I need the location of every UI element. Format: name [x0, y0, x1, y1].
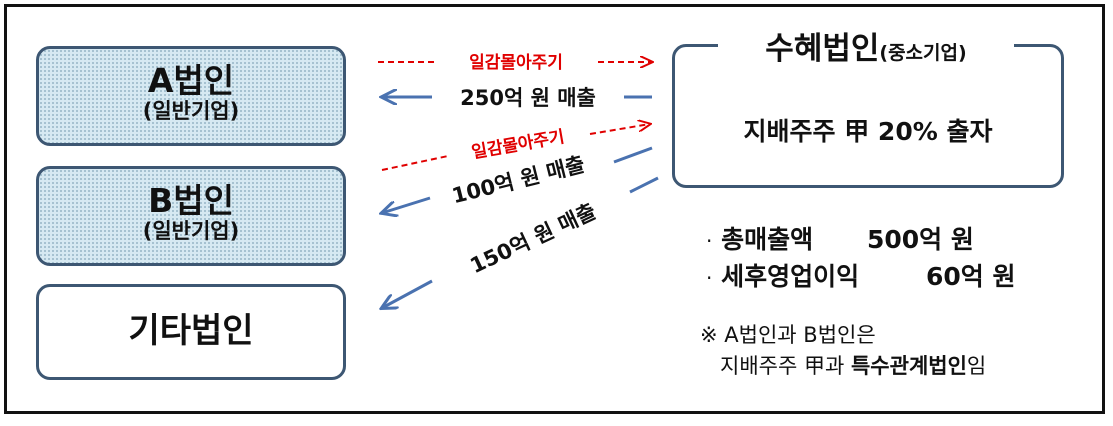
beneficiary-name: 수혜법인: [765, 31, 880, 67]
beneficiary-title: 수혜법인(중소기업): [718, 26, 1014, 72]
corp-a-box: A법인 (일반기업): [36, 46, 346, 146]
b-support-arrow: [381, 155, 449, 171]
b-support-label: 일감몰아주기: [470, 127, 566, 163]
corp-b-type: (일반기업): [142, 219, 240, 244]
corp-other-box: 기타법인: [36, 284, 346, 380]
corp-a-type: (일반기업): [142, 99, 240, 124]
total-sales-label: 총매출액: [721, 225, 814, 254]
footnote-line1: A법인과 B법인은: [724, 323, 876, 347]
corp-b-name: B법인: [148, 181, 234, 220]
a-support-label: 일감몰아주기: [469, 53, 563, 73]
corp-other-name: 기타법인: [128, 311, 254, 351]
b-support-arrow-head: [589, 124, 650, 135]
footnote: ※ A법인과 B법인은 지배주주 甲과 특수관계법인임: [700, 320, 986, 382]
footnote-line2-suffix: 임: [966, 354, 987, 378]
other-sales-label: 150억 원 매출: [466, 199, 599, 278]
diagram-frame: [4, 4, 1105, 414]
b-sales-arrow-tail: [613, 146, 653, 164]
op-income-label: 세후영업이익: [721, 262, 860, 291]
op-income-row: · 세후영업이익: [706, 257, 859, 293]
b-sales-label: 100억 원 매출: [450, 152, 588, 208]
bullet: ·: [706, 266, 713, 290]
footnote-line2-prefix: 지배주주 甲과: [720, 354, 851, 378]
footnote-related-party: 특수관계법인: [850, 354, 967, 378]
corp-a-name: A법인: [147, 61, 235, 100]
a-sales-label: 250억 원 매출: [460, 86, 596, 110]
corp-b-box: B법인 (일반기업): [36, 166, 346, 266]
other-sales-arrow: [382, 279, 433, 308]
beneficiary-type: (중소기업): [879, 42, 967, 64]
reference-mark: ※: [700, 323, 718, 347]
total-sales-row: · 총매출액: [706, 220, 813, 256]
bullet: ·: [706, 229, 713, 253]
b-sales-arrow: [382, 196, 431, 213]
other-sales-arrow-tail: [629, 176, 659, 194]
op-income-value: 60억 원: [926, 262, 1016, 291]
total-sales-value: 500억 원: [867, 225, 974, 254]
beneficiary-ownership: 지배주주 甲 20% 출자: [743, 117, 993, 146]
